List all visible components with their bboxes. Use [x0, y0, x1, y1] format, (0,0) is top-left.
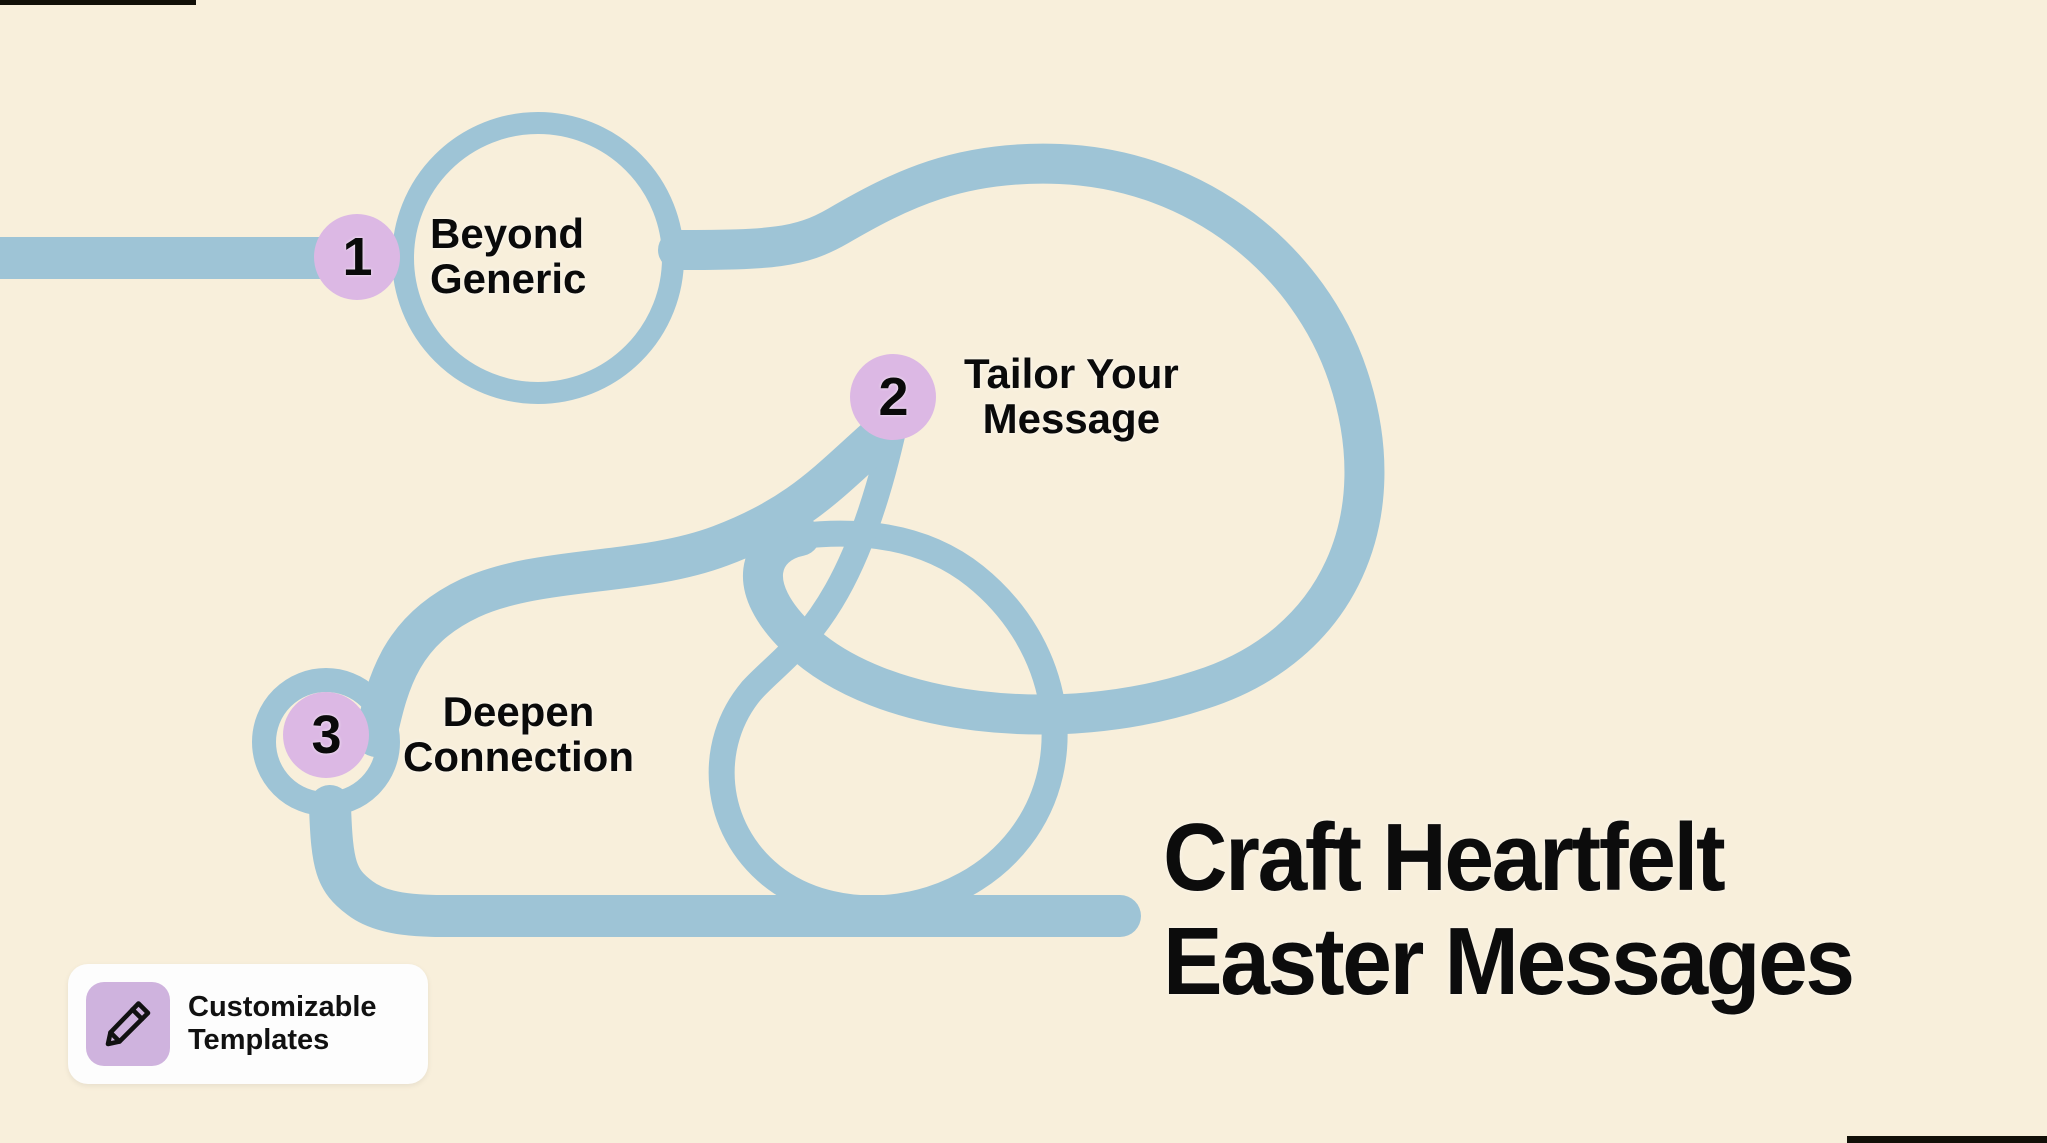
feature-card-customizable-templates[interactable]: Customizable Templates: [68, 964, 428, 1084]
step-badge-1: 1: [314, 213, 400, 300]
bottom-edge-bar: [1847, 1136, 2047, 1143]
feature-card-label: Customizable Templates: [188, 990, 377, 1056]
step-label-2: Tailor Your Message: [964, 350, 1179, 442]
step-node-tailor-your-message[interactable]: 2 Tailor Your Message: [850, 350, 1179, 442]
ribbon-node2-connector: [739, 385, 913, 703]
ribbon-s-curve: [355, 415, 901, 757]
step-node-deepen-connection[interactable]: 3 Deepen Connection: [283, 688, 634, 780]
page-title: Craft Heartfelt Easter Messages: [1163, 804, 1855, 1015]
top-edge-bar: [0, 0, 196, 5]
step-badge-2: 2: [850, 353, 936, 440]
pencil-icon-tile: [86, 982, 170, 1066]
ribbon-tail: [309, 785, 1141, 938]
step-label-3: Deepen Connection: [403, 688, 634, 780]
pencil-icon: [105, 1001, 151, 1047]
ribbon-inner-spiral: [708, 520, 1068, 922]
ribbon-outer-spiral: [658, 143, 1385, 735]
step-node-beyond-generic[interactable]: 1 Beyond Generic: [314, 210, 587, 302]
step-badge-3: 3: [283, 691, 369, 778]
step-label-1: Beyond Generic: [430, 210, 587, 302]
